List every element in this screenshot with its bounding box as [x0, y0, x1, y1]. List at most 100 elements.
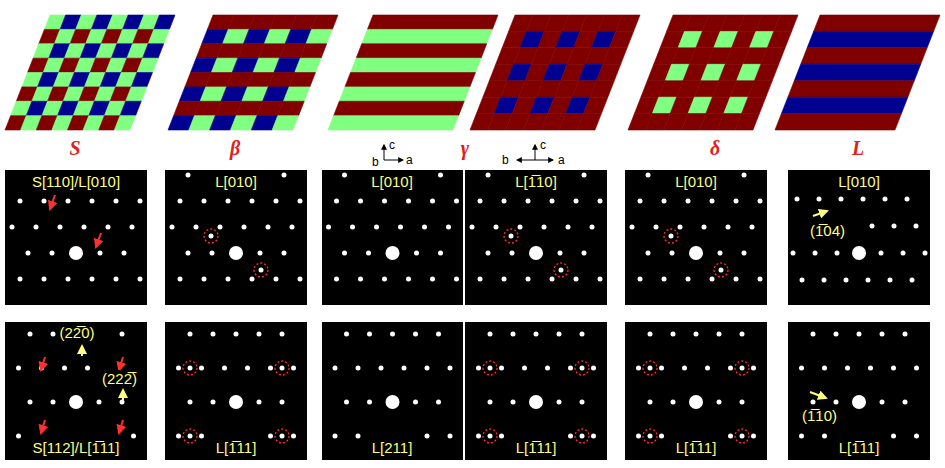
superlattice-spot — [580, 434, 585, 439]
diffraction-spot — [42, 277, 47, 282]
model-cell — [577, 114, 601, 130]
diffraction-spot — [170, 225, 175, 230]
zone-axis-label: L[010] — [836, 173, 882, 191]
diffraction-pattern: L[010] — [625, 170, 767, 305]
diffraction-pattern: L[010] — [322, 170, 463, 305]
diffraction-spot — [438, 251, 443, 256]
diffraction-spot — [342, 251, 347, 256]
yellow-arrow — [810, 392, 826, 398]
superlattice-marker — [183, 429, 197, 443]
model-cell — [295, 58, 321, 72]
superlattice-marker — [575, 429, 589, 443]
transmitted-beam — [689, 246, 703, 260]
model-cell — [312, 15, 338, 29]
zone-axis-label: S[110]/L[010] — [30, 173, 122, 191]
diffraction-spot — [880, 332, 885, 337]
diffraction-spot — [333, 434, 338, 439]
diffraction-spot — [598, 199, 603, 204]
diffraction-spot — [298, 277, 303, 282]
diffraction-spot — [861, 197, 866, 202]
axis-label: c — [540, 138, 546, 152]
diffraction-spot — [550, 277, 555, 282]
diffraction-spot — [422, 225, 427, 230]
diffraction-spot — [834, 332, 839, 337]
superlattice-marker — [575, 361, 589, 375]
model-cell — [334, 101, 465, 115]
model-cell — [114, 116, 135, 130]
superlattice-spot — [188, 366, 193, 371]
diffraction-spot — [186, 173, 191, 178]
diffraction-spot — [502, 199, 507, 204]
superlattice-spot — [648, 434, 653, 439]
reflection-index: (1̅10) — [800, 407, 839, 425]
diffraction-spot — [138, 277, 143, 282]
diffraction-spot — [406, 277, 411, 282]
model-cell — [788, 81, 914, 97]
diffraction-pattern: L[1̅10] — [465, 170, 607, 305]
model-cell — [616, 15, 640, 31]
diffraction-spot — [557, 400, 562, 405]
diffraction-panel — [465, 170, 607, 305]
superlattice-spot — [580, 366, 585, 371]
diffraction-spot — [795, 197, 800, 202]
diffraction-spot — [430, 199, 435, 204]
diffraction-spot — [374, 225, 379, 230]
transmitted-beam — [529, 246, 543, 260]
diffraction-spot — [414, 251, 419, 256]
axis-label: b — [502, 153, 509, 167]
diffraction-spot — [333, 366, 338, 371]
diffraction-spot — [903, 332, 908, 337]
diffraction-spot — [425, 366, 430, 371]
model-cell — [345, 73, 476, 87]
phase-label: δ — [710, 136, 720, 160]
diffraction-spot — [138, 199, 143, 204]
model-cell — [306, 29, 332, 43]
diffraction-spot — [242, 225, 247, 230]
diffraction-spot — [402, 366, 407, 371]
diffraction-spot — [638, 199, 643, 204]
reflection-index: (222̅) — [100, 370, 139, 388]
diffraction-spot — [638, 277, 643, 282]
superlattice-spot — [280, 434, 285, 439]
diffraction-spot — [226, 199, 231, 204]
superlattice-spot — [669, 234, 674, 239]
diffraction-spot — [257, 332, 262, 337]
diffraction-spot — [558, 251, 563, 256]
diffraction-spot — [114, 199, 119, 204]
model-cell — [356, 44, 487, 58]
diffraction-spot — [18, 199, 23, 204]
diffraction-spot — [734, 199, 739, 204]
diffraction-spot — [202, 199, 207, 204]
diffraction-spot — [646, 251, 651, 256]
diffraction-spot — [891, 366, 896, 371]
red-arrow — [119, 357, 123, 370]
diffraction-spot — [390, 332, 395, 337]
axis-arrow — [535, 145, 536, 160]
diffraction-spot — [50, 251, 55, 256]
diffraction-spot — [582, 251, 587, 256]
diffraction-spot — [250, 199, 255, 204]
diffraction-spot — [835, 251, 840, 256]
transmitted-beam — [69, 246, 83, 260]
diffraction-spot — [382, 277, 387, 282]
diffraction-spot — [550, 199, 555, 204]
phase-label: β — [230, 136, 240, 160]
diffraction-spot — [718, 251, 723, 256]
diffraction-spot — [574, 277, 579, 282]
axis-label: b — [372, 155, 379, 169]
model-cell — [272, 116, 298, 130]
model-cell — [328, 116, 459, 130]
spot-pattern — [476, 332, 596, 444]
model-cell — [794, 64, 920, 80]
diffraction-spot — [290, 225, 295, 230]
diffraction-spot — [648, 400, 653, 405]
diffraction-spot — [822, 366, 827, 371]
diffraction-spot — [923, 251, 928, 256]
diffraction-spot — [705, 366, 710, 371]
model-cell — [137, 58, 158, 72]
diffraction-spot — [488, 400, 493, 405]
structure-model — [628, 15, 798, 130]
diffraction-spot — [742, 251, 747, 256]
model-cell — [283, 87, 309, 101]
